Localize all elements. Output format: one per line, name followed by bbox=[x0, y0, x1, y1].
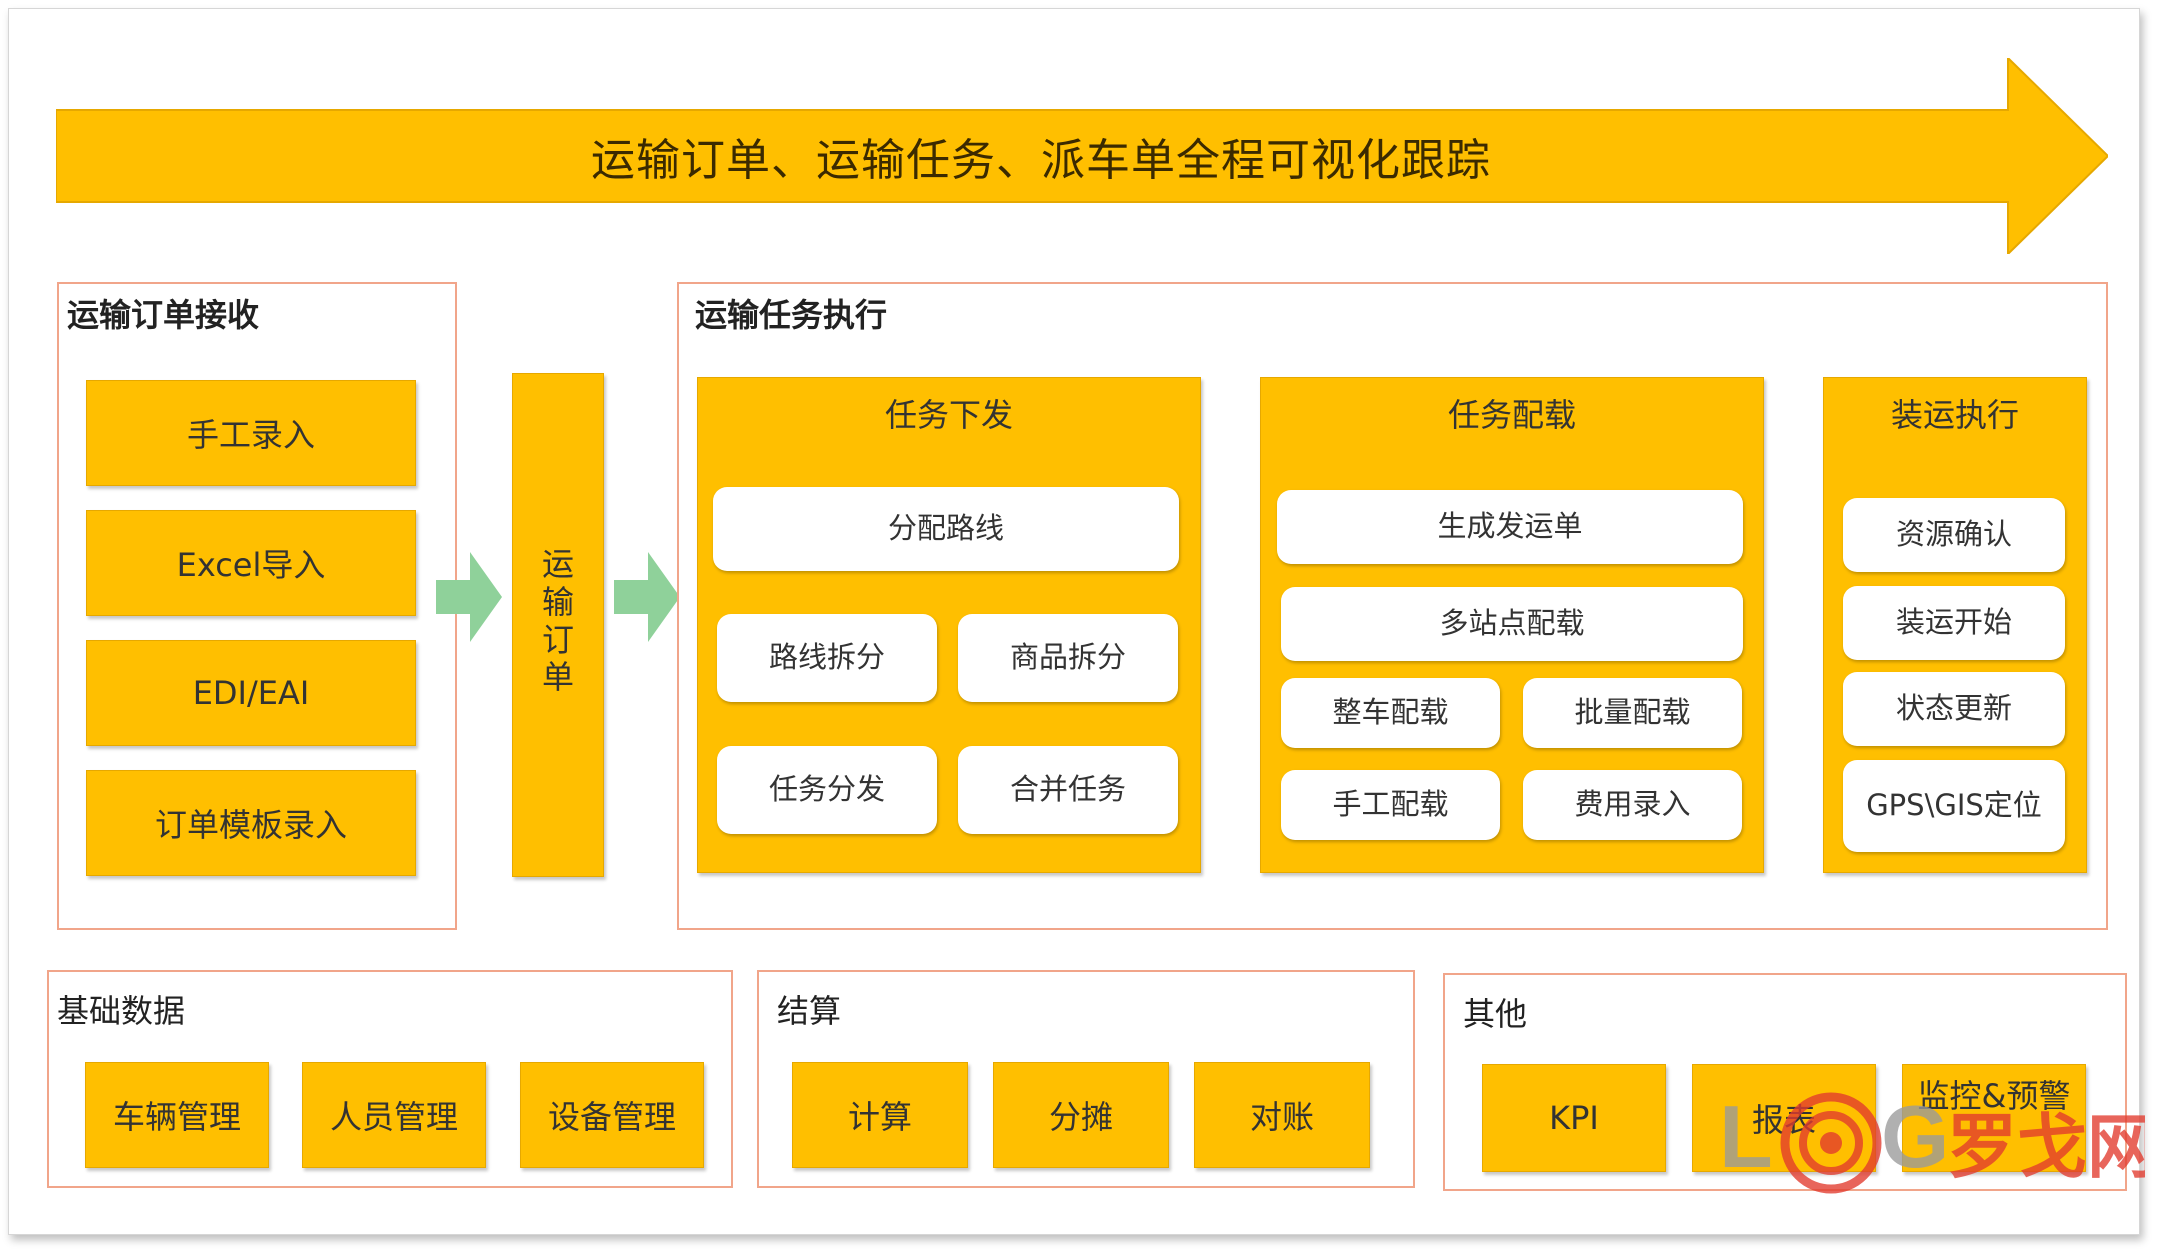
svg-text:G: G bbox=[1881, 1087, 1949, 1186]
base-vehicle-mgmt: 车辆管理 bbox=[85, 1062, 269, 1168]
section-title: 基础数据 bbox=[57, 992, 186, 1030]
panel-title: 装运执行 bbox=[1890, 396, 2019, 434]
dispatch-route-split: 路线拆分 bbox=[717, 614, 937, 702]
loading-fee-entry: 费用录入 bbox=[1523, 770, 1742, 840]
watermark-logo: L G 罗戈网 bbox=[1719, 1087, 2145, 1194]
others-monitor-alert: 监控&预警 bbox=[1902, 1064, 2086, 1172]
flow-arrow-2 bbox=[614, 552, 680, 642]
shipping-status-update: 状态更新 bbox=[1843, 672, 2065, 746]
others-kpi: KPI bbox=[1482, 1064, 1666, 1172]
order-vertical-bar: 运输订单 bbox=[512, 373, 604, 877]
order-input-manual: 手工录入 bbox=[86, 380, 416, 486]
settle-allocate: 分摊 bbox=[993, 1062, 1169, 1168]
panel-title: 任务下发 bbox=[884, 396, 1013, 434]
order-vertical-label: 运输订单 bbox=[541, 545, 574, 697]
banner-arrow bbox=[56, 58, 2108, 254]
svg-text:罗戈网: 罗戈网 bbox=[1947, 1106, 2145, 1188]
order-input-edi: EDI/EAI bbox=[86, 640, 416, 746]
section-title: 结算 bbox=[777, 992, 842, 1030]
dispatch-merge-task: 合并任务 bbox=[958, 746, 1178, 834]
panel-title: 任务配载 bbox=[1447, 396, 1576, 434]
order-input-excel: Excel导入 bbox=[86, 510, 416, 616]
section-title: 运输订单接收 bbox=[67, 296, 260, 334]
base-equipment-mgmt: 设备管理 bbox=[520, 1062, 704, 1168]
loading-full-truck: 整车配载 bbox=[1281, 678, 1500, 748]
order-input-template: 订单模板录入 bbox=[86, 770, 416, 876]
loading-multi-stop: 多站点配载 bbox=[1281, 587, 1743, 661]
shipping-gps-gis: GPS\GIS定位 bbox=[1843, 760, 2065, 852]
banner-title: 运输订单、运输任务、派车单全程可视化跟踪 bbox=[591, 135, 1491, 186]
loading-gen-waybill: 生成发运单 bbox=[1277, 490, 1743, 564]
dispatch-task-distribute: 任务分发 bbox=[717, 746, 937, 834]
section-title: 其他 bbox=[1463, 995, 1528, 1033]
section-title: 运输任务执行 bbox=[695, 296, 888, 334]
dispatch-assign-route: 分配路线 bbox=[713, 487, 1179, 571]
shipping-resource-confirm: 资源确认 bbox=[1843, 498, 2065, 572]
dispatch-goods-split: 商品拆分 bbox=[958, 614, 1178, 702]
svg-text:L: L bbox=[1719, 1087, 1773, 1186]
settle-reconcile: 对账 bbox=[1194, 1062, 1370, 1168]
shipping-start: 装运开始 bbox=[1843, 586, 2065, 660]
base-staff-mgmt: 人员管理 bbox=[302, 1062, 486, 1168]
loading-manual: 手工配载 bbox=[1281, 770, 1500, 840]
loading-batch: 批量配载 bbox=[1523, 678, 1742, 748]
settle-calc: 计算 bbox=[792, 1062, 968, 1168]
flow-arrow-1 bbox=[436, 552, 502, 642]
